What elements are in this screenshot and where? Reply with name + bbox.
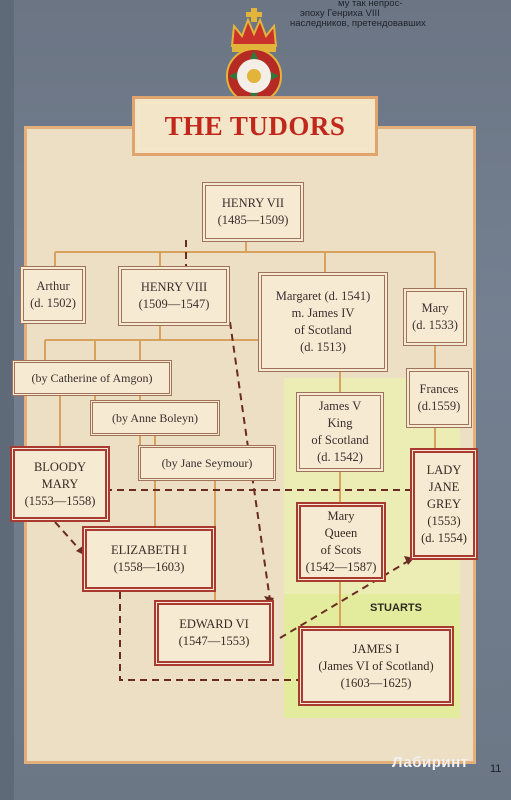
person-frances: Frances (d.1559): [406, 368, 472, 428]
person-elizabeth-i: ELIZABETH I (1558—1603): [82, 526, 216, 592]
page-number: 11: [490, 763, 502, 775]
header-text-line-1: му так непрос-: [338, 0, 403, 9]
page-title: THE TUDORS: [164, 110, 346, 141]
watermark: Лабиринт: [392, 754, 469, 771]
stuarts-label: STUARTS: [370, 602, 422, 614]
wife-jane-seymour: (by Jane Seymour): [138, 445, 276, 481]
header-text-line-3: наследников, претендовавших: [290, 18, 426, 29]
wife-anne-boleyn: (by Anne Boleyn): [90, 400, 220, 436]
person-james-v: James V King of Scotland (d. 1542): [296, 392, 384, 472]
title-banner: THE TUDORS: [132, 96, 378, 156]
person-lady-jane-grey: LADY JANE GREY (1553) (d. 1554): [410, 448, 478, 560]
person-henry-vii: HENRY VII (1485—1509): [202, 182, 304, 242]
tudor-rose-crown-emblem: [226, 8, 282, 104]
person-james-i: JAMES I (James VI of Scotland) (1603—162…: [298, 626, 454, 706]
header-text-line-2: эпоху Генриха VIII: [300, 8, 380, 19]
person-edward-vi: EDWARD VI (1547—1553): [154, 600, 274, 666]
person-mary-sister: Mary (d. 1533): [403, 288, 467, 346]
wife-catherine-of-aragon: (by Catherine of Amgon): [12, 360, 172, 396]
person-bloody-mary: BLOODY MARY (1553—1558): [10, 446, 110, 522]
person-henry-viii: HENRY VIII (1509—1547): [118, 266, 230, 326]
person-arthur: Arthur (d. 1502): [20, 266, 86, 324]
person-margaret: Margaret (d. 1541) m. James IV of Scotla…: [258, 272, 388, 372]
person-mary-queen-of-scots: Mary Queen of Scots (1542—1587): [296, 502, 386, 582]
